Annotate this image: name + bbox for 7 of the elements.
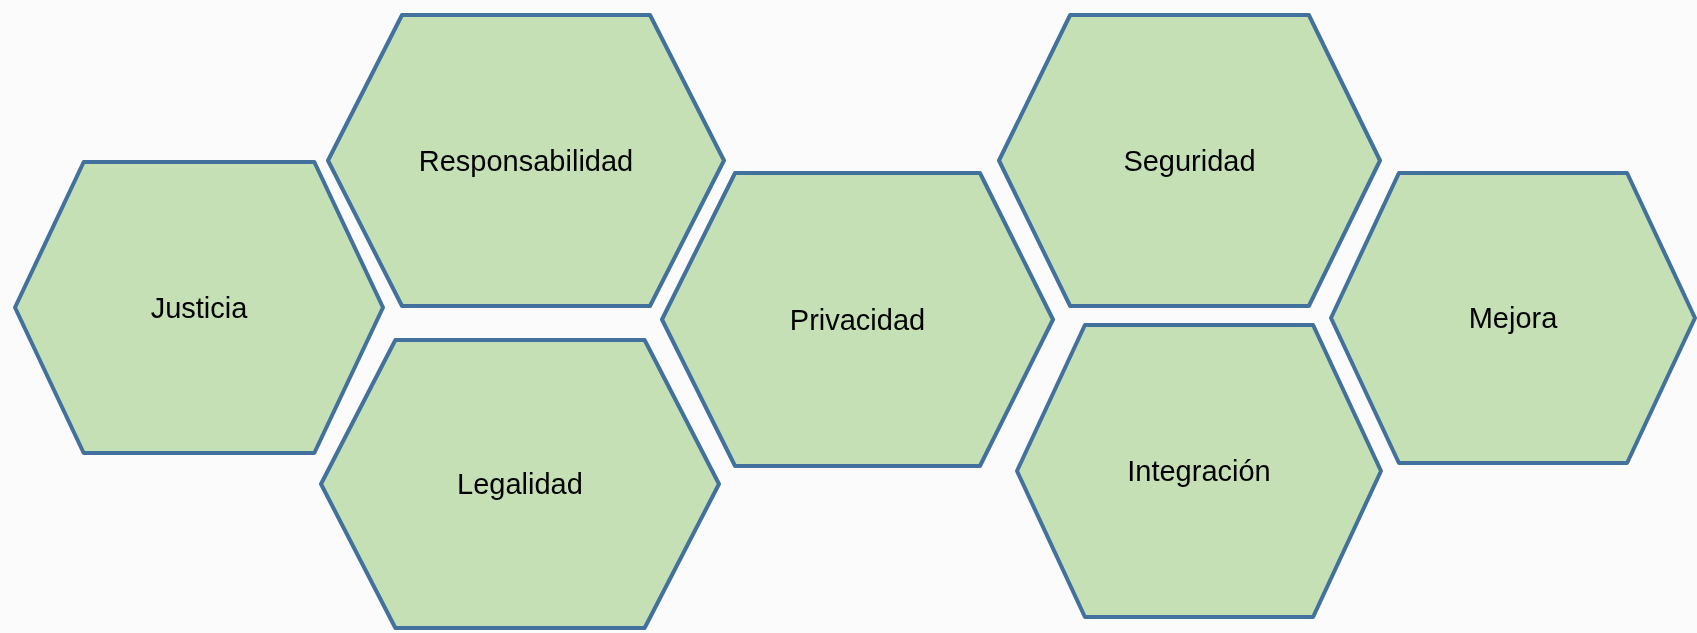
- node-label: Responsabilidad: [418, 144, 634, 177]
- node-label: Privacidad: [789, 303, 926, 336]
- node-label: Seguridad: [1123, 144, 1256, 177]
- node-label: Justicia: [150, 291, 248, 324]
- node-label: Integración: [1127, 454, 1271, 488]
- node-label: Mejora: [1468, 301, 1558, 335]
- node-label: Legalidad: [457, 467, 583, 501]
